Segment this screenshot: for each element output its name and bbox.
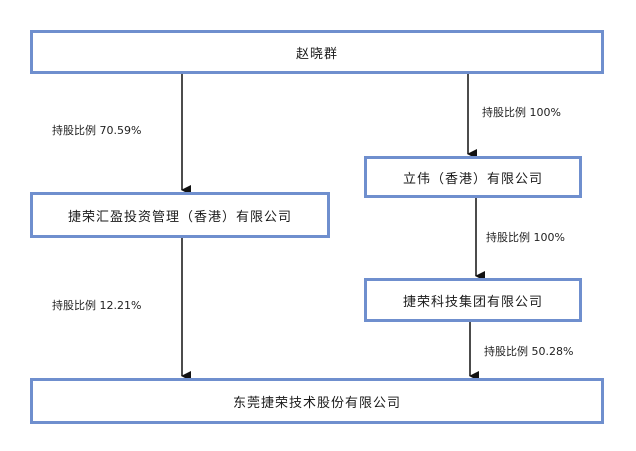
node-dongguan-jierong-label: 东莞捷荣技术股份有限公司 bbox=[232, 395, 401, 411]
node-liwei-hk: 立伟（香港）有限公司 bbox=[364, 156, 582, 198]
edge-label-zhao-to-liwei: 持股比例 100% bbox=[482, 106, 561, 119]
node-jierong-huiying-label: 捷荣汇盈投资管理（香港）有限公司 bbox=[67, 209, 292, 225]
node-liwei-hk-label: 立伟（香港）有限公司 bbox=[402, 171, 543, 187]
node-jierong-huiying: 捷荣汇盈投资管理（香港）有限公司 bbox=[30, 192, 330, 238]
edge-label-zhao-to-huiying: 持股比例 70.59% bbox=[52, 124, 142, 137]
edge-label-group-to-dongguan: 持股比例 50.28% bbox=[484, 345, 574, 358]
node-zhao-xiaoqun-label: 赵晓群 bbox=[295, 46, 338, 62]
node-dongguan-jierong: 东莞捷荣技术股份有限公司 bbox=[30, 378, 604, 424]
node-jierong-tech-group: 捷荣科技集团有限公司 bbox=[364, 278, 582, 322]
edge-label-liwei-to-group: 持股比例 100% bbox=[486, 231, 565, 244]
node-jierong-tech-group-label: 捷荣科技集团有限公司 bbox=[402, 294, 543, 310]
edge-label-huiying-to-dongguan: 持股比例 12.21% bbox=[52, 299, 142, 312]
node-zhao-xiaoqun: 赵晓群 bbox=[30, 30, 604, 74]
